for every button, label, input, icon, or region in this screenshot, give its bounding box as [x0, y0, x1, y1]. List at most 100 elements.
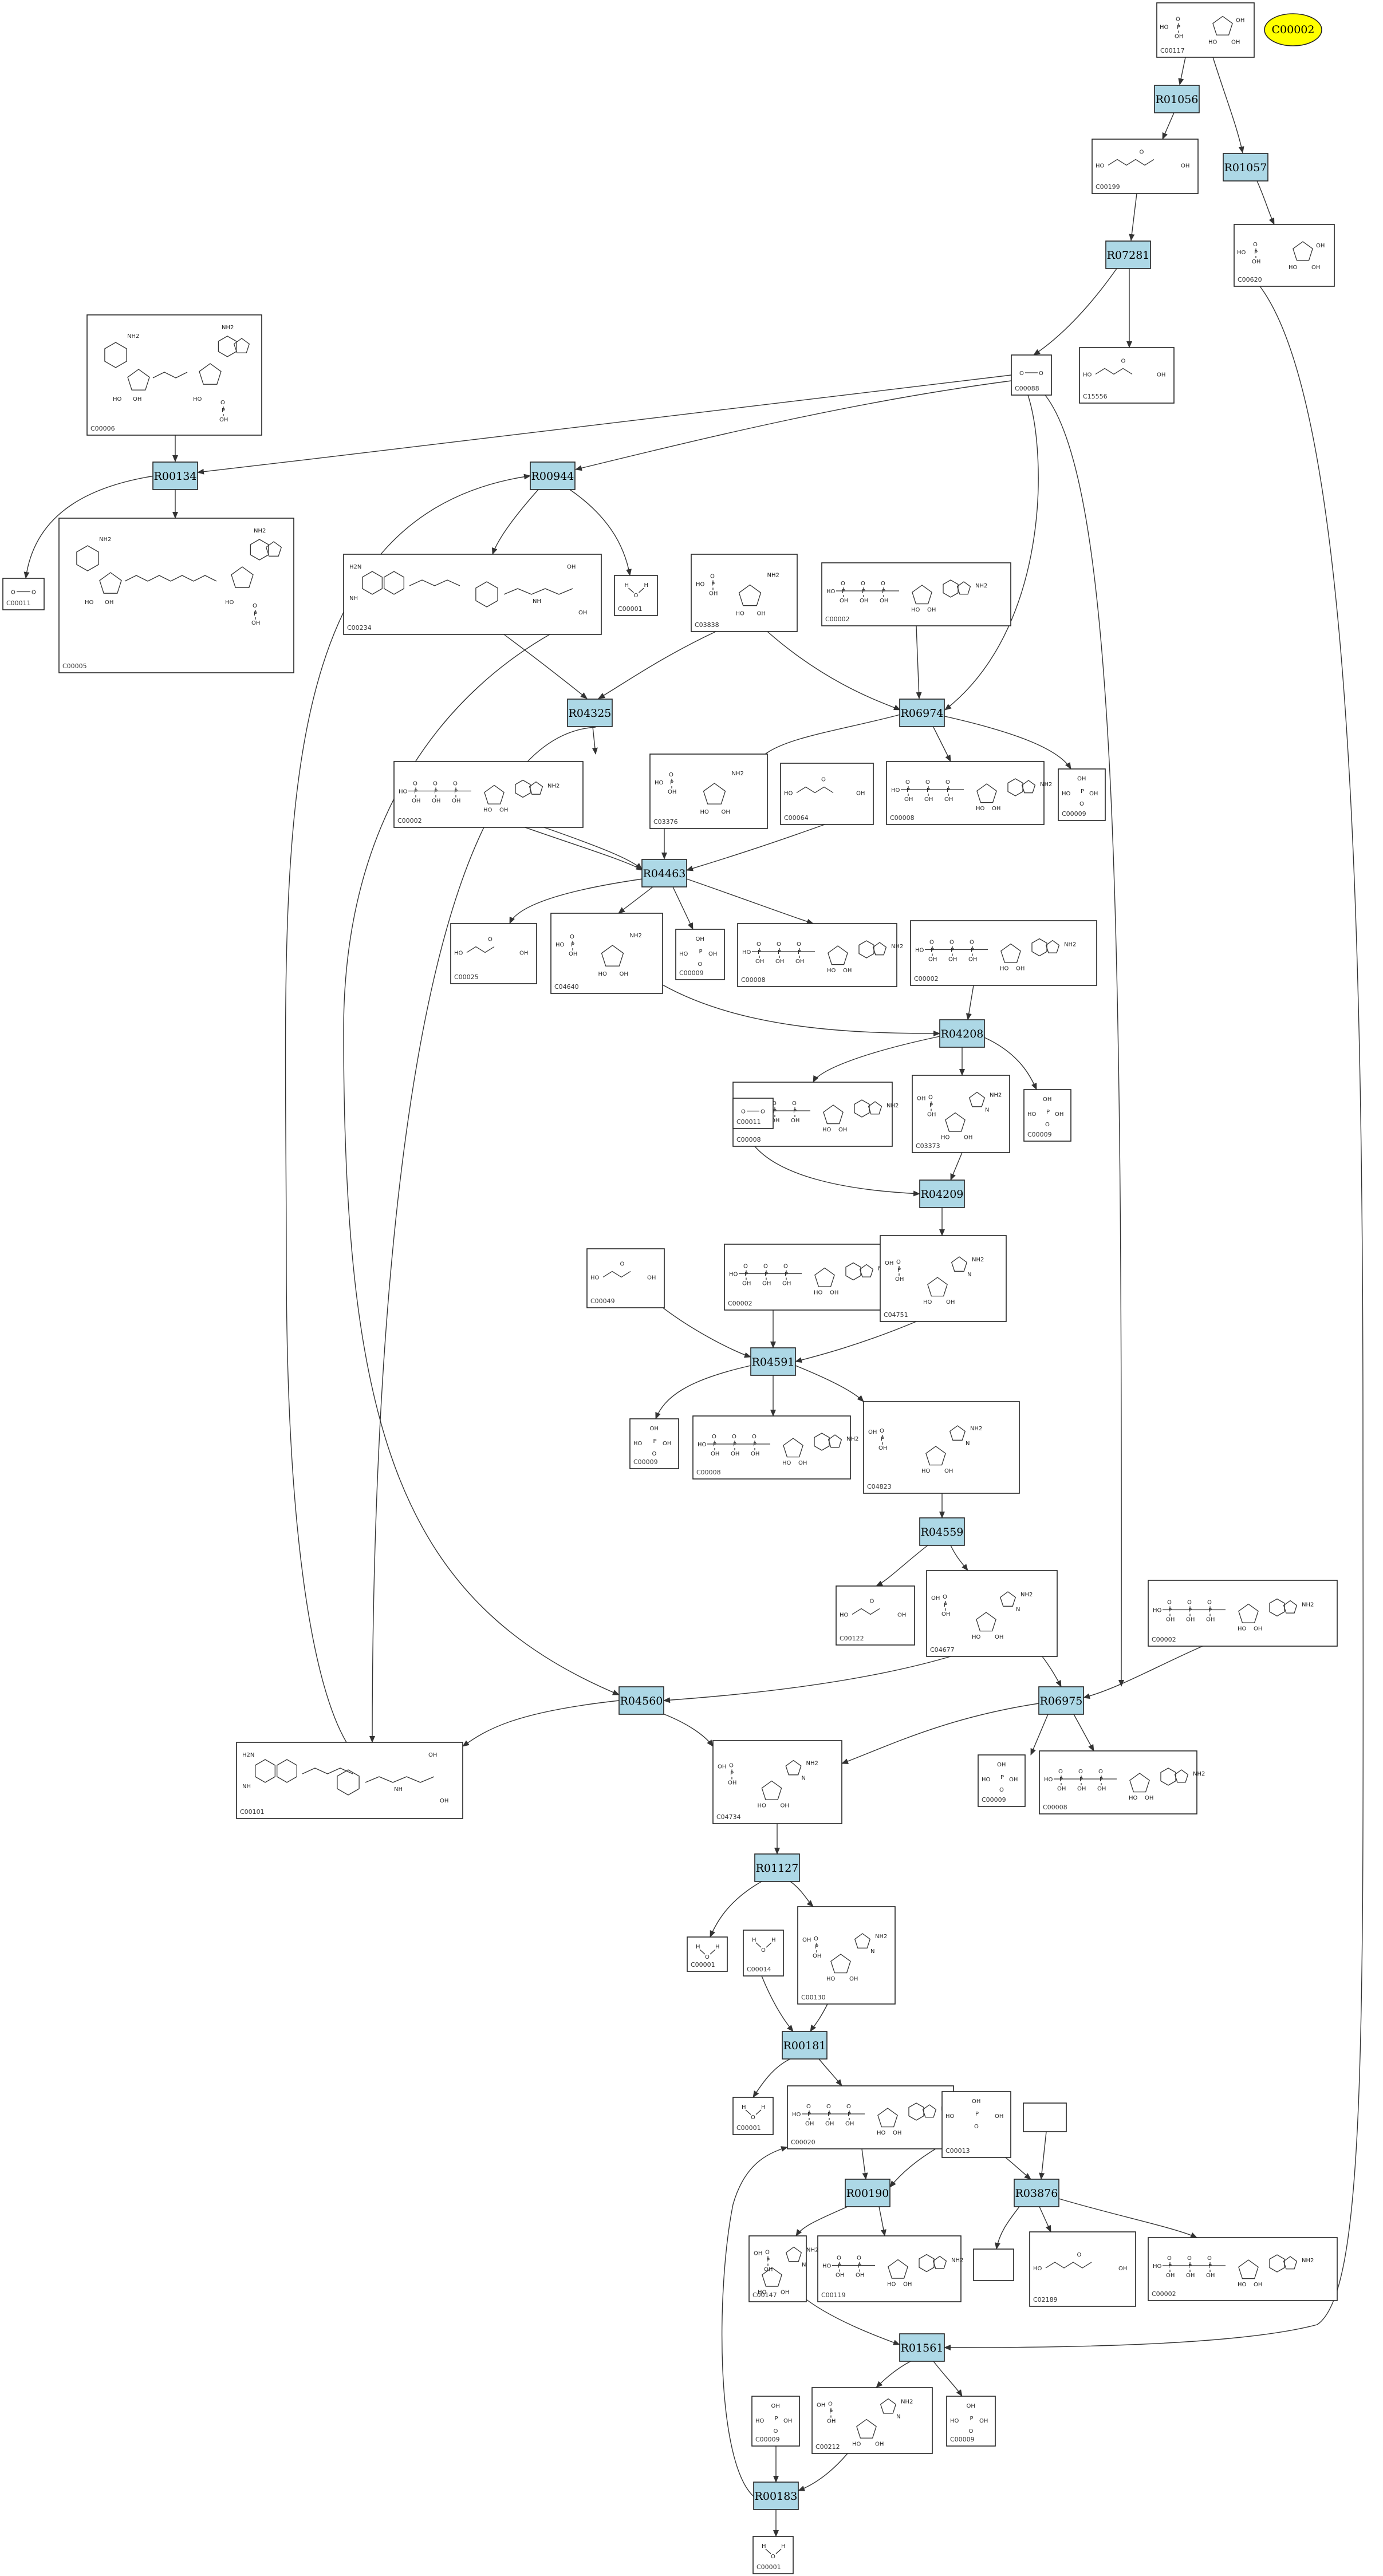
reaction-r00190[interactable]: R00190 [845, 2179, 891, 2207]
reaction-r00134[interactable]: R00134 [152, 461, 198, 490]
svg-text:O: O [761, 1947, 766, 1954]
reaction-r04591[interactable]: R04591 [750, 1347, 796, 1376]
reaction-r01056[interactable]: R01056 [1154, 85, 1200, 113]
svg-text:O: O [620, 1261, 625, 1268]
reaction-r04325[interactable]: R04325 [567, 699, 613, 727]
compound-empty[interactable] [973, 2248, 1014, 2281]
svg-text:H: H [771, 1937, 776, 1943]
reaction-r06975[interactable]: R06975 [1038, 1686, 1084, 1715]
svg-text:P: P [1188, 2263, 1192, 2270]
reaction-r00183[interactable]: R00183 [753, 2482, 799, 2510]
svg-text:OH: OH [878, 1445, 887, 1451]
svg-text:OH: OH [924, 796, 933, 803]
svg-text:O: O [751, 2115, 755, 2121]
reaction-r01561[interactable]: R01561 [899, 2333, 945, 2362]
reaction-r00181[interactable]: R00181 [782, 2031, 828, 2060]
svg-text:HO: HO [822, 1127, 832, 1133]
reaction-r01057[interactable]: R01057 [1223, 153, 1268, 182]
svg-text:O: O [797, 941, 801, 948]
svg-text:HO: HO [792, 2112, 801, 2118]
svg-text:P: P [414, 789, 417, 795]
reaction-edge [795, 2206, 848, 2236]
svg-text:O: O [761, 1109, 765, 1115]
reaction-r06974[interactable]: R06974 [899, 699, 945, 727]
reaction-r00944[interactable]: R00944 [530, 461, 576, 490]
compound-code-label: C03838 [695, 621, 719, 629]
reaction-r04559[interactable]: R04559 [919, 1517, 965, 1546]
svg-text:HO: HO [742, 949, 751, 956]
svg-text:OH: OH [1236, 18, 1244, 24]
reaction-r04560[interactable]: R04560 [618, 1686, 664, 1715]
svg-text:OH: OH [782, 1281, 791, 1287]
svg-text:OH: OH [219, 417, 228, 423]
svg-text:P: P [1168, 2263, 1172, 2270]
reaction-r04463[interactable]: R04463 [641, 859, 687, 887]
reaction-r04208[interactable]: R04208 [939, 1019, 985, 1048]
highlight-c00002[interactable]: C00002 [1264, 13, 1322, 46]
reaction-r04209[interactable]: R04209 [919, 1179, 965, 1208]
svg-text:OH: OH [968, 957, 977, 963]
compound-empty[interactable] [1023, 2102, 1067, 2132]
svg-text:OH: OH [836, 2273, 844, 2279]
svg-text:OH: OH [798, 1460, 807, 1466]
svg-text:P: P [882, 589, 885, 595]
svg-text:O: O [729, 1763, 734, 1769]
reaction-label: R04325 [569, 707, 612, 720]
reaction-r03876[interactable]: R03876 [1014, 2179, 1059, 2207]
compound-c00020[interactable]: HOPOOHPOOHPOOHHOOHNH2C00020 [787, 2085, 954, 2149]
reaction-r01127[interactable]: R01127 [754, 1853, 800, 1882]
reaction-r07281[interactable]: R07281 [1105, 240, 1151, 269]
